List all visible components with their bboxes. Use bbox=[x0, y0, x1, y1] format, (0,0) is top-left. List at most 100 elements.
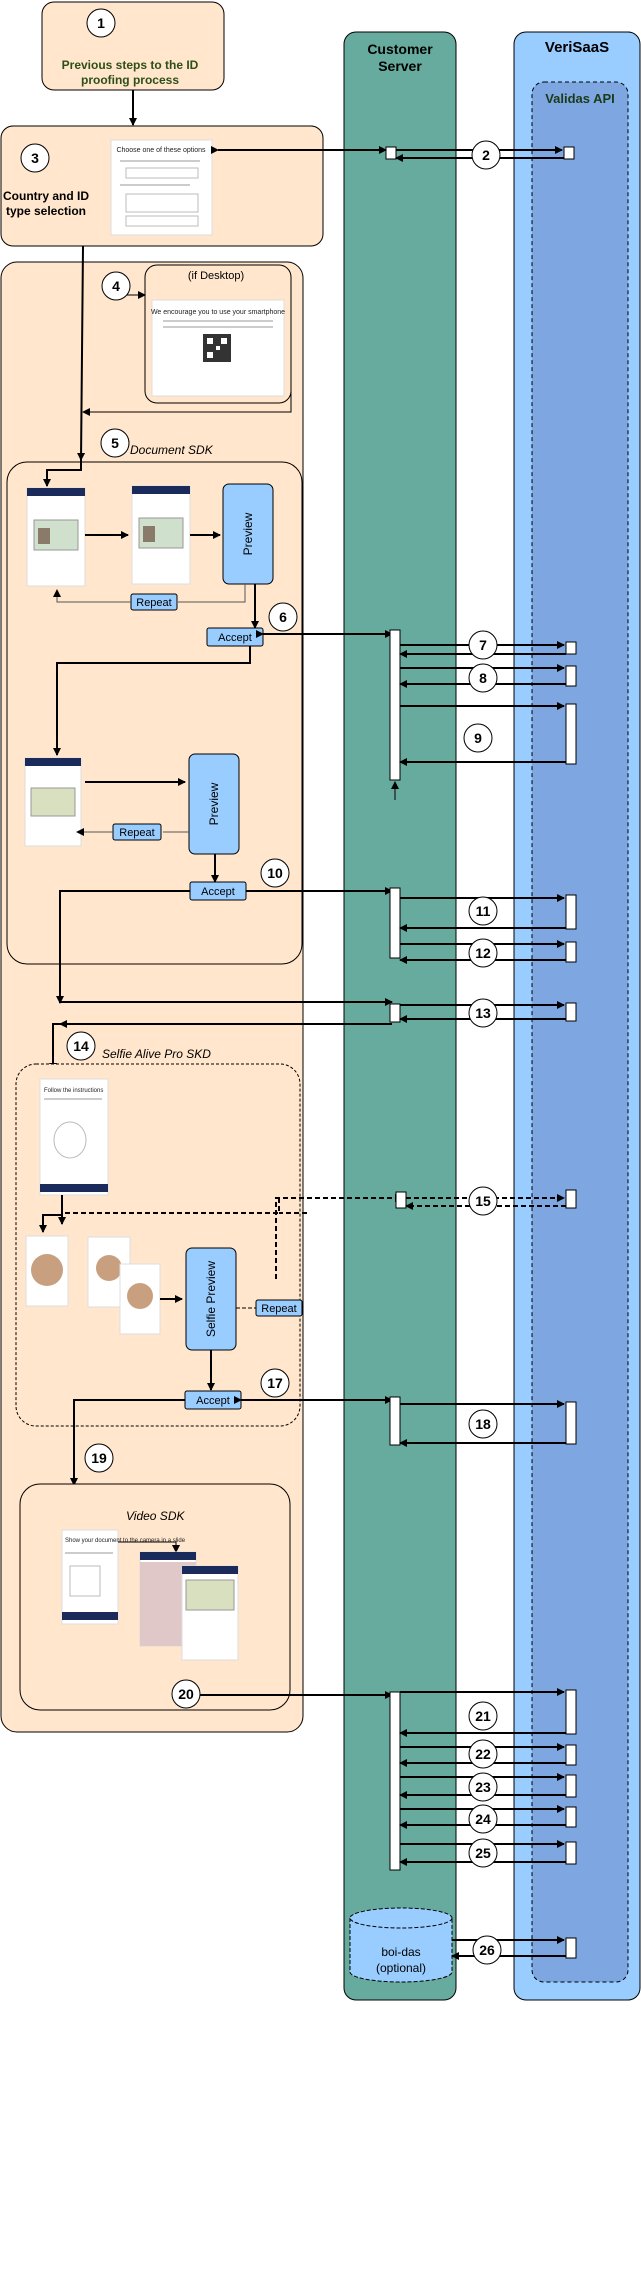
repeat-label-1: Repeat bbox=[136, 597, 171, 609]
step-badge-circle bbox=[463, 723, 493, 753]
server-activation-bars bbox=[385, 146, 407, 1871]
step-badge-number: 3 bbox=[31, 150, 39, 166]
smartphone-msg: We encourage you to use your smartphone bbox=[151, 309, 285, 316]
accept-button-2[interactable]: Accept bbox=[189, 881, 247, 901]
step-badge-number: 22 bbox=[475, 1746, 491, 1762]
api-activation-bars bbox=[563, 146, 577, 1959]
step-badge-number: 19 bbox=[91, 1450, 107, 1466]
preview-label-2: Preview bbox=[207, 782, 221, 825]
step-badge-number: 12 bbox=[475, 945, 491, 961]
step-badge-circle bbox=[468, 1739, 498, 1769]
step-badge-circle bbox=[468, 896, 498, 926]
validas-api-label: Validas API bbox=[545, 91, 615, 106]
step-badge-number: 8 bbox=[479, 670, 487, 686]
step-badge-circle bbox=[468, 1772, 498, 1802]
step-badge-number: 15 bbox=[475, 1193, 491, 1209]
step-badge-circle bbox=[268, 602, 298, 632]
step-badge-number: 5 bbox=[111, 435, 119, 451]
repeat-button-1[interactable]: Repeat bbox=[130, 593, 178, 611]
step-badge-circle bbox=[100, 428, 130, 458]
step-badge-number: 7 bbox=[479, 637, 487, 653]
show-document-text: Show your document to the camera in a sl… bbox=[65, 1538, 186, 1544]
previous-steps-line-1: Previous steps to the ID bbox=[62, 58, 199, 72]
database-cylinder: boi-das (optional) bbox=[349, 1907, 453, 1983]
database-label-2: (optional) bbox=[376, 1961, 426, 1975]
step-country-box: Country and ID type selection Choose one… bbox=[0, 125, 324, 247]
step-badge-number: 18 bbox=[475, 1416, 491, 1432]
id-mockup-1 bbox=[26, 487, 86, 587]
follow-instructions-mockup: Follow the instructions bbox=[39, 1078, 109, 1196]
step-badge-circle bbox=[468, 1838, 498, 1868]
country-selection-line-2: type selection bbox=[6, 204, 86, 218]
step-badge-circle bbox=[468, 630, 498, 660]
step-badge-circle bbox=[468, 1186, 498, 1216]
accept-label-1: Accept bbox=[218, 632, 252, 644]
step-badge-number: 2 bbox=[482, 147, 490, 163]
repeat-label-2: Repeat bbox=[119, 827, 154, 839]
selfie-sdk-label: Selfie Alive Pro SKD bbox=[102, 1047, 211, 1061]
country-selection-line-1: Country and ID bbox=[3, 189, 89, 203]
step-badge-number: 17 bbox=[267, 1375, 283, 1391]
preview-label-1: Preview bbox=[241, 512, 255, 555]
choose-options-text: Choose one of these options bbox=[116, 147, 206, 154]
step-badge-circle bbox=[468, 1804, 498, 1834]
id-mockup-3 bbox=[24, 757, 82, 847]
customer-server-label-1: Customer bbox=[367, 41, 433, 57]
step-badge-number: 21 bbox=[475, 1708, 491, 1724]
video-frame-2 bbox=[181, 1565, 239, 1661]
step-badge-circle bbox=[260, 1368, 290, 1398]
step-badge-number: 26 bbox=[479, 1942, 495, 1958]
choose-options-mockup: Choose one of these options bbox=[110, 139, 213, 236]
step-badge-number: 23 bbox=[475, 1779, 491, 1795]
step-badge-number: 25 bbox=[475, 1845, 491, 1861]
step-badge-number: 9 bbox=[474, 730, 482, 746]
step-badge-circle bbox=[101, 271, 131, 301]
step-badge-circle bbox=[468, 998, 498, 1028]
step-badge-circle bbox=[86, 8, 116, 38]
show-document-mockup: Show your document to the camera in a sl… bbox=[61, 1529, 186, 1625]
accept-label-2: Accept bbox=[201, 886, 235, 898]
step-badge-number: 1 bbox=[97, 15, 105, 31]
selfie-preview-label: Selfie Preview bbox=[204, 1261, 218, 1337]
if-desktop-label: (if Desktop) bbox=[188, 270, 244, 282]
step-number-badges: 1234567891011121314151718192021222324252… bbox=[20, 8, 502, 1965]
previous-steps-line-2: proofing process bbox=[81, 73, 179, 87]
step-badge-number: 4 bbox=[112, 278, 120, 294]
validas-api-box bbox=[531, 81, 629, 1983]
step-previous-box: Previous steps to the ID proofing proces… bbox=[41, 1, 225, 91]
step-badge-circle bbox=[472, 1935, 502, 1965]
step-badge-circle bbox=[84, 1443, 114, 1473]
step-badge-circle bbox=[468, 663, 498, 693]
follow-instructions-text: Follow the instructions bbox=[44, 1088, 103, 1094]
step-badge-number: 13 bbox=[475, 1005, 491, 1021]
repeat-button-2[interactable]: Repeat bbox=[112, 823, 162, 841]
step-badge-circle bbox=[66, 1031, 96, 1061]
accept-label-3: Accept bbox=[196, 1395, 230, 1407]
preview-button-1[interactable]: Preview bbox=[222, 483, 274, 585]
desktop-box: (if Desktop) We encourage you to use you… bbox=[144, 264, 292, 404]
step-badge-circle bbox=[468, 1409, 498, 1439]
accept-button-1[interactable]: Accept bbox=[206, 627, 264, 647]
repeat-button-3[interactable]: Repeat bbox=[255, 1299, 303, 1317]
step-badge-circle bbox=[171, 1679, 201, 1709]
step-badge-circle bbox=[20, 143, 50, 173]
verisaas-label: VeriSaaS bbox=[545, 39, 609, 56]
customer-server-label-2: Server bbox=[378, 58, 422, 74]
selfie-face-1 bbox=[25, 1235, 69, 1307]
repeat-label-3: Repeat bbox=[261, 1303, 296, 1315]
step-badge-circle bbox=[468, 1701, 498, 1731]
step-badge-number: 20 bbox=[178, 1686, 194, 1702]
accept-button-3[interactable]: Accept bbox=[184, 1390, 242, 1410]
selfie-preview-button[interactable]: Selfie Preview bbox=[185, 1247, 237, 1351]
step-badge-number: 10 bbox=[267, 865, 283, 881]
step-badge-number: 11 bbox=[476, 903, 491, 919]
step-badge-number: 24 bbox=[475, 1811, 491, 1827]
selfie-face-3 bbox=[119, 1263, 161, 1335]
step-badge-number: 6 bbox=[279, 609, 287, 625]
video-sdk-label: Video SDK bbox=[126, 1509, 185, 1523]
verisaas-column: VeriSaaS Validas API bbox=[513, 31, 641, 2001]
preview-button-2[interactable]: Preview bbox=[188, 753, 240, 855]
step-badge-number: 14 bbox=[73, 1038, 89, 1054]
step-badge-circle bbox=[468, 938, 498, 968]
database-label-1: boi-das bbox=[381, 1945, 420, 1959]
